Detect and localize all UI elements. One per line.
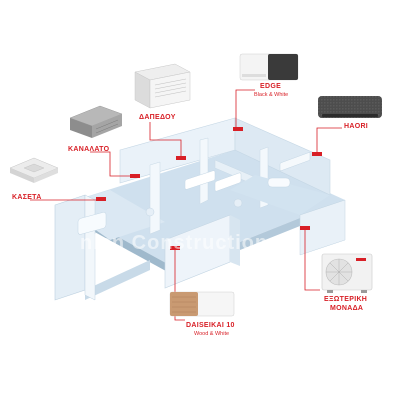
label-daiseikai: DAISEIKAI 10 xyxy=(186,322,235,329)
haori-unit-image xyxy=(318,96,382,118)
edge-unit-image xyxy=(239,53,299,81)
leader-haori xyxy=(316,127,342,152)
watermark: nlan Construction xyxy=(80,232,269,254)
leader-daiseikai xyxy=(174,250,185,321)
kanalato-unit-image xyxy=(69,105,123,138)
marker-kanalato xyxy=(130,174,140,178)
leader-edge xyxy=(235,89,255,127)
dapedou-unit-image xyxy=(134,63,191,109)
label-exoteriki-1: ΕΞΩΤΕΡΙΚΗ xyxy=(324,296,368,303)
sofa xyxy=(184,170,216,190)
label-haori: HAORI xyxy=(344,123,369,130)
plant-1 xyxy=(145,207,155,217)
leader-dapedou xyxy=(149,122,182,156)
label-kanalato: ΚΑΝΑΛΑΤΟ xyxy=(68,146,110,153)
marker-haori xyxy=(312,152,322,156)
plant-2 xyxy=(233,198,243,208)
interior-wall-2 xyxy=(199,137,209,205)
dining-table xyxy=(214,172,242,192)
daiseikai-unit-image xyxy=(169,291,235,317)
leader-outdoor xyxy=(304,230,320,291)
marker-edge xyxy=(233,127,243,131)
bed xyxy=(77,212,107,235)
label-edge: EDGE xyxy=(260,83,282,90)
right-room-floor xyxy=(230,175,330,215)
marker-outdoor xyxy=(300,226,310,230)
marker-dapedou xyxy=(176,156,186,160)
interior-wall-1 xyxy=(149,161,161,235)
center-front-wall-side xyxy=(230,215,240,266)
label-dapedou: ΔΑΠΕΔΟΥ xyxy=(139,114,176,121)
marker-kaseta xyxy=(96,197,106,201)
label-kaseta: ΚΑΣΕΤΑ xyxy=(12,194,42,201)
right-room-wall xyxy=(299,199,346,256)
label-edge-sub: Black & White xyxy=(254,92,289,98)
label-exoteriki-2: ΜΟΝΑΔΑ xyxy=(330,305,364,312)
kitchen-counter xyxy=(279,152,311,172)
marker-daiseikai xyxy=(170,246,180,250)
kaseta-unit-image xyxy=(9,157,59,183)
leader-kanalato xyxy=(90,151,130,177)
left-wing-wall-front xyxy=(85,260,150,300)
label-daiseikai-sub: Wood & White xyxy=(194,331,230,337)
bathtub xyxy=(267,177,291,188)
outdoor-unit-image xyxy=(321,253,373,293)
